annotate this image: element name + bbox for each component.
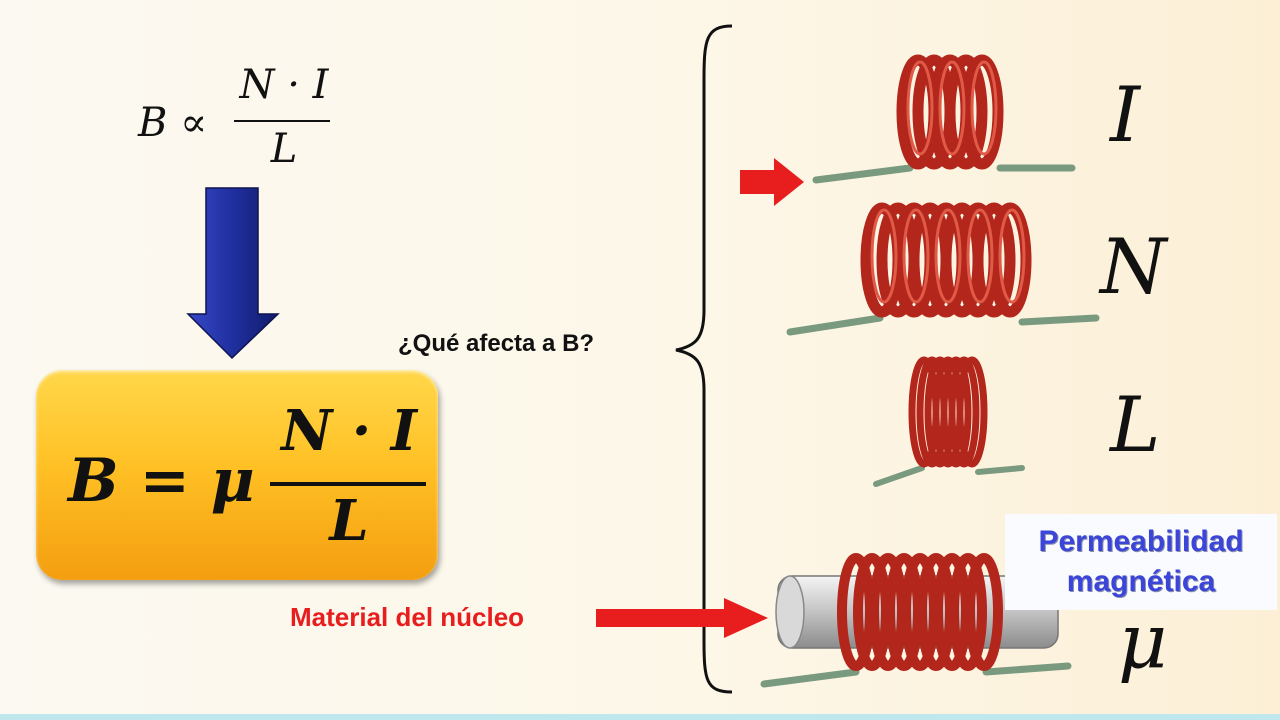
factor-permeability: μ	[1118, 596, 1168, 685]
coil-core-image	[760, 553, 1072, 688]
proportional-formula: B ∝ N · I L	[130, 60, 350, 180]
core-arrow-icon	[596, 598, 768, 638]
question-label: ¿Qué afecta a B?	[398, 330, 595, 357]
main-fraction-bar	[270, 482, 426, 486]
main-formula-numerator: N · I	[281, 398, 417, 464]
coil-turns-image	[786, 202, 1100, 336]
coil-current-image	[812, 54, 1076, 184]
curly-brace	[675, 24, 733, 694]
factor-turns: N	[1100, 222, 1167, 311]
proportional-formula-lhs: B ∝	[138, 100, 208, 146]
down-arrow-icon	[186, 187, 280, 360]
factor-length: L	[1110, 380, 1161, 469]
permeability-label-line2: magnética	[1066, 565, 1216, 598]
permeability-label-box: Permeabilidad magnética	[1005, 514, 1277, 610]
proportional-formula-numerator: N · I	[239, 62, 329, 108]
factor-current: I	[1110, 70, 1141, 159]
main-formula-lhs: B = μ	[68, 446, 255, 516]
proportional-formula-denominator: L	[270, 126, 298, 172]
core-material-label: Material del núcleo	[290, 602, 525, 632]
coil-length-image	[873, 356, 1025, 487]
main-formula-box: B = μ N · I L	[36, 370, 438, 580]
current-arrow-icon	[740, 158, 804, 206]
main-formula-denominator: L	[329, 488, 369, 554]
bottom-strip	[0, 714, 1280, 720]
permeability-label-line1: Permeabilidad	[1038, 525, 1244, 558]
fraction-bar	[234, 120, 330, 122]
